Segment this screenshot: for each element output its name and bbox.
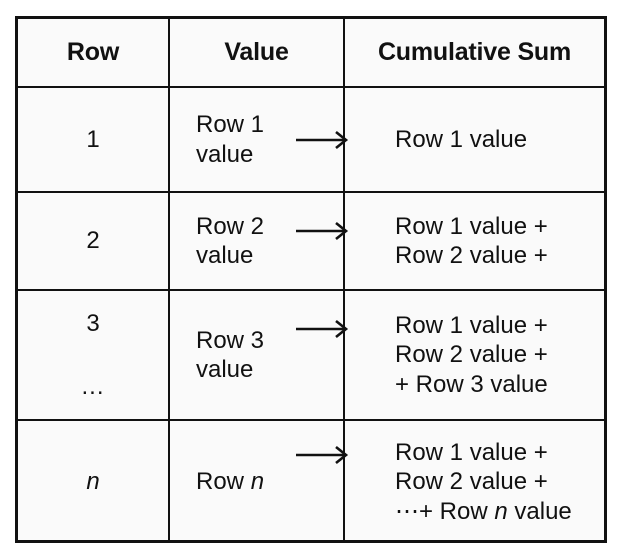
row-cumulative-text: Row 1 value <box>395 125 604 154</box>
row-cumulative-line: Row 1 value + <box>395 439 548 467</box>
row-value-line: value <box>196 356 254 383</box>
row-value-cell: Row n <box>170 421 345 543</box>
row-value-line: value <box>196 242 254 269</box>
row-value-cell: Row 1 value <box>170 88 345 191</box>
row-cumulative-cell: Row 1 value <box>296 88 604 191</box>
row-cumulative-line: Row 1 value + <box>395 312 548 340</box>
cumulative-sum-table: Row Value Cumulative Sum 1 Row 1 value <box>15 16 607 543</box>
row-cumulative-line: Row 2 value + <box>395 341 548 369</box>
row-value-cell: Row 3 value <box>170 291 345 419</box>
row-index-cell: 3 ... <box>18 291 170 419</box>
column-header-row-label: Row <box>66 38 120 66</box>
row-index-cell: n <box>18 421 170 543</box>
table-row: 2 Row 2 value Row 1 value + Row 2 value … <box>18 193 604 291</box>
row-index-cell: 1 <box>18 88 170 191</box>
row-index-label: 2 <box>86 227 100 255</box>
row-value-line: Row 2 <box>196 212 265 240</box>
row-cumulative-line: + Row 3 value <box>395 370 548 398</box>
row-cumulative-cell: Row 1 value + Row 2 value + + Row 3 valu… <box>296 291 604 419</box>
row-cumulative-cell: Row 1 value + Row 2 value + ⋯+ Row n val… <box>296 421 604 543</box>
column-header-cumulative-sum-label: Cumulative Sum <box>377 38 572 66</box>
row-cumulative-text: Row 1 value + Row 2 value + + Row 3 valu… <box>395 311 604 399</box>
column-header-value: Value <box>170 19 345 86</box>
column-header-value-label: Value <box>224 38 289 66</box>
row-cumulative-cell: Row 1 value + Row 2 value + <box>296 193 604 289</box>
table-row: n Row n Row 1 value + Row 2 value + ⋯+ R… <box>18 421 604 543</box>
row-cumulative-line: Row 1 value <box>395 125 528 153</box>
row-value-text: Row n <box>196 467 343 496</box>
row-cumulative-line: ⋯+ Row n value <box>395 497 572 525</box>
table-header-row: Row Value Cumulative Sum <box>18 19 604 88</box>
column-header-row: Row <box>18 19 170 86</box>
row-cumulative-text: Row 1 value + Row 2 value + ⋯+ Row n val… <box>395 438 604 526</box>
row-cumulative-line: Row 2 value + <box>395 468 548 496</box>
row-value-text: Row 2 value <box>196 212 343 271</box>
row-index-stack: 3 ... <box>18 309 168 402</box>
row-index-label: 1 <box>86 125 100 153</box>
row-value-text: Row 1 value <box>196 110 343 169</box>
row-value-cell: Row 2 value <box>170 193 345 289</box>
row-index-cell: 2 <box>18 193 170 289</box>
row-cumulative-line: Row 2 value + <box>395 242 548 269</box>
row-index-stack: 2 <box>18 226 168 255</box>
row-continuation-ellipsis: ... <box>81 373 105 400</box>
row-index-stack: 1 <box>18 125 168 154</box>
row-index-label: n <box>86 468 100 496</box>
row-cumulative-line: Row 1 value + <box>395 212 548 240</box>
column-header-cumulative-sum: Cumulative Sum <box>345 19 604 86</box>
row-value-line: Row 1 <box>196 111 265 139</box>
row-cumulative-text: Row 1 value + Row 2 value + <box>395 212 604 271</box>
row-index-label: 3 <box>86 309 100 337</box>
row-value-text: Row 3 value <box>196 326 343 385</box>
row-value-line: value <box>196 140 254 168</box>
table-row: 1 Row 1 value Row 1 value <box>18 88 604 193</box>
row-value-line: Row n <box>196 468 265 496</box>
row-index-stack: n <box>18 467 168 496</box>
row-value-line: Row 3 <box>196 326 265 354</box>
table-row: 3 ... Row 3 value Row 1 value + Row 2 va… <box>18 291 604 421</box>
